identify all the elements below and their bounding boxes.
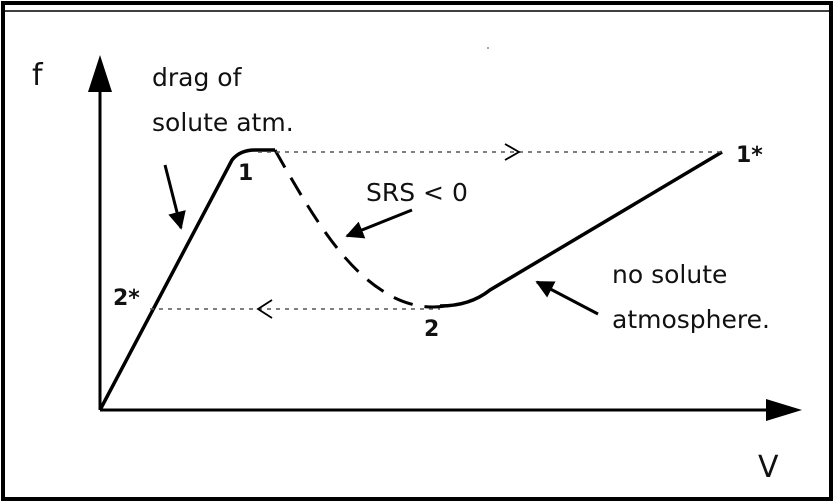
unstable-branch-curve (273, 149, 446, 309)
x-axis-label: V (758, 450, 779, 485)
drag-label-line1: drag of (152, 63, 243, 92)
point-1-star-label: 1* (736, 143, 763, 168)
x-axis-arrowhead (766, 399, 802, 421)
no-solute-label-line2: atmosphere. (612, 305, 770, 334)
y-axis-label: f (32, 58, 44, 93)
point-1-label: 1 (238, 161, 253, 186)
solute-drag-curve (98, 148, 275, 411)
drag-pointer-arrow (163, 164, 186, 230)
jump-arrow-upper (504, 143, 521, 161)
srs-pointer-arrow (345, 208, 413, 239)
y-axis-arrowhead (88, 55, 112, 92)
no-solute-pointer-arrow (535, 280, 599, 316)
free-motion-curve (439, 150, 723, 308)
drag-label-line2: solute atm. (152, 108, 294, 137)
no-solute-label-line1: no solute (612, 260, 727, 289)
scan-speck (487, 47, 489, 49)
point-2-label: 2 (424, 317, 439, 342)
jump-arrow-lower (256, 299, 273, 319)
point-2-star-label: 2* (113, 286, 140, 311)
srs-label: SRS < 0 (366, 178, 468, 207)
